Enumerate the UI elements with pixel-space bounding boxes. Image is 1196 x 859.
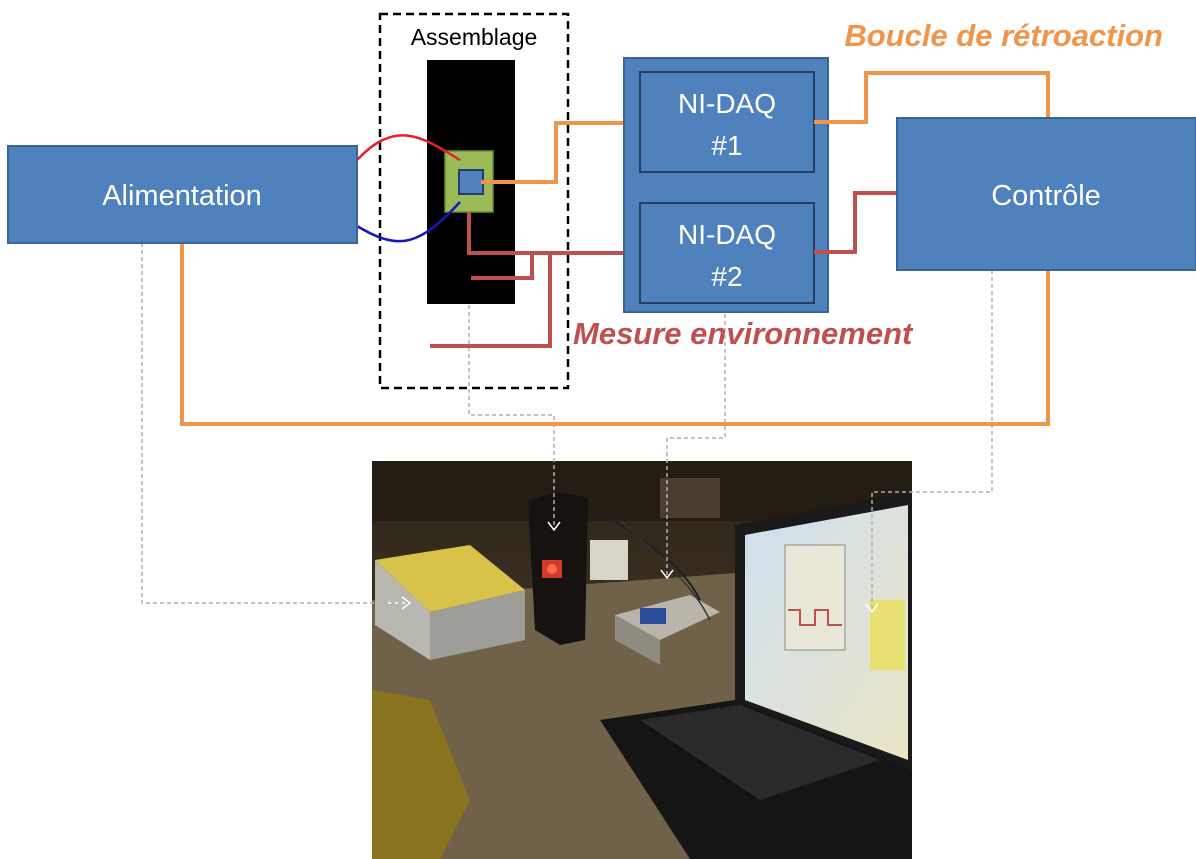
daq1-box[interactable]: NI-DAQ #1 (639, 71, 815, 173)
feedback-loop-line (180, 240, 1050, 426)
sensor-blue-square (458, 169, 484, 195)
control-label: Contrôle (991, 180, 1101, 212)
leader-daq (666, 272, 726, 578)
leader-assembly (468, 305, 555, 530)
power-box[interactable]: Alimentation (7, 145, 358, 244)
daq2-label-line1: NI-DAQ (678, 219, 776, 250)
power-label: Alimentation (102, 180, 262, 212)
photo-leader-lines (141, 243, 993, 612)
power-wire-red (356, 134, 461, 162)
daq1-label-line2: #1 (711, 130, 742, 161)
leader-arrowheads (401, 521, 879, 614)
assembly-tower-icon (528, 492, 588, 645)
laptop-icon (600, 492, 912, 859)
feedback-annotation: Boucle de rétroaction (844, 18, 1163, 53)
daq2-label-line2: #2 (711, 261, 742, 292)
environment-lines (430, 212, 640, 348)
assembly-frame (378, 12, 570, 390)
daq2-box[interactable]: NI-DAQ #2 (639, 202, 815, 304)
leader-power (141, 243, 410, 604)
feedback-line-sensor-daq1 (481, 121, 640, 184)
power-supply-icon (375, 545, 525, 660)
setup-photo (372, 461, 912, 859)
power-wire-blue (356, 201, 461, 243)
daq-module-icon (615, 595, 720, 665)
assembly-label: Assemblage (411, 24, 538, 50)
control-box[interactable]: Contrôle (896, 117, 1196, 271)
leader-control (871, 270, 993, 612)
daq1-label-line1: NI-DAQ (678, 88, 776, 119)
environment-annotation: Mesure environnement (573, 316, 914, 351)
feedback-line-daq1-control (814, 71, 1050, 124)
environment-line-daq2-control (814, 191, 897, 254)
